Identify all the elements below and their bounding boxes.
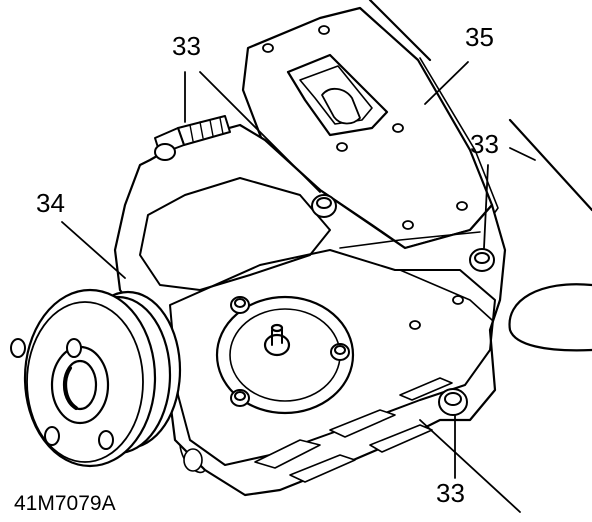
cover-plate-window: [286, 53, 389, 137]
pulley-face: [26, 301, 144, 463]
adjacent-housing-outline: [368, 0, 592, 212]
rear-housing-arc: [508, 283, 592, 352]
hub-shade: [63, 366, 78, 410]
callout-label: 33: [172, 31, 201, 61]
leader-33b-2: [509, 147, 536, 161]
hub-outer: [50, 345, 110, 425]
side-holes: [409, 295, 464, 330]
leader-35: [424, 61, 469, 105]
leader-34: [61, 221, 126, 279]
leader-33a-2: [199, 71, 321, 193]
figure-reference-code: 41M7079A: [14, 492, 116, 515]
cover-lever: [321, 88, 361, 125]
housing-bolt-upper: [311, 194, 337, 218]
cover-holes: [262, 25, 468, 230]
callout-label: 33: [470, 129, 499, 159]
front-boss: [215, 295, 355, 415]
leader-33c-2: [419, 419, 521, 513]
bottom-ribs: [179, 377, 453, 483]
center-stud: [271, 327, 283, 346]
center-stud-base: [263, 333, 291, 357]
leader-lines: [61, 61, 536, 513]
callout-label: 34: [36, 188, 65, 218]
housing-bolt-right: [469, 248, 495, 272]
housing-bolt-lower: [438, 388, 468, 416]
cover-inner-detail: [299, 65, 373, 125]
flange-edge: [339, 231, 481, 249]
pulley-studs: [10, 338, 114, 450]
boss-bolts: [230, 296, 350, 407]
housing-seam: [399, 269, 493, 321]
front-face: [169, 249, 496, 466]
callout-label: 33: [436, 478, 465, 508]
callout-label: 35: [465, 22, 494, 52]
loose-bolt-33: [154, 115, 231, 161]
leader-33b-1: [483, 164, 489, 249]
